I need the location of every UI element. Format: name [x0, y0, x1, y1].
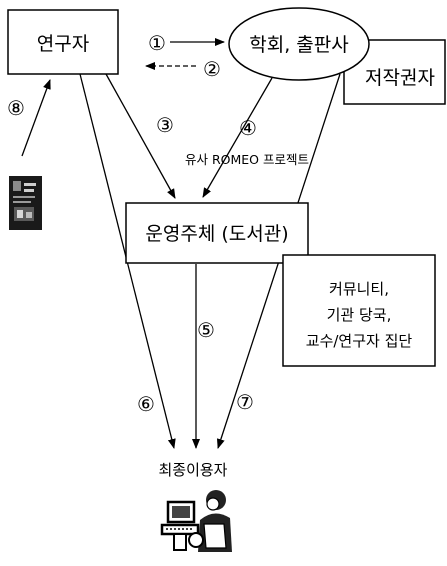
- end-user-label: 최종이용자: [158, 461, 227, 479]
- operator-library-label: 운영주체 (도서관): [145, 223, 288, 245]
- edge-label-2: ②: [203, 57, 221, 81]
- community-line-3: 교수/연구자 집단: [306, 332, 413, 350]
- society-publisher-node: 학회, 출판사: [228, 7, 370, 81]
- edge-label-7: ⑦: [236, 390, 254, 414]
- community-line-2: 기관 당국,: [327, 306, 392, 324]
- project-label: 유사 ROMEO 프로젝트: [185, 152, 309, 167]
- researcher-box: 연구자: [7, 9, 119, 75]
- community-box: 커뮤니티, 기관 당국, 교수/연구자 집단: [282, 254, 436, 367]
- arrow-3: [105, 73, 176, 199]
- edge-label-5: ⑤: [197, 318, 215, 342]
- arrow-4: [202, 77, 273, 198]
- document-icon: [9, 176, 42, 230]
- researcher-label: 연구자: [37, 33, 89, 55]
- community-line-1: 커뮤니티,: [329, 280, 389, 298]
- edge-label-4: ④: [239, 116, 257, 140]
- operator-library-box: 운영주체 (도서관): [125, 202, 309, 264]
- society-publisher-label: 학회, 출판사: [249, 34, 348, 56]
- copyright-holder-box: 저작권자: [343, 39, 446, 105]
- computer-user-icon: [160, 490, 232, 552]
- edge-label-6: ⑥: [137, 392, 155, 416]
- copyright-holder-label: 저작권자: [365, 67, 435, 89]
- edge-label-8: ⑧: [7, 96, 25, 120]
- edge-label-1: ①: [148, 31, 166, 55]
- arrow-8: [21, 79, 51, 157]
- edge-label-3: ③: [156, 113, 174, 137]
